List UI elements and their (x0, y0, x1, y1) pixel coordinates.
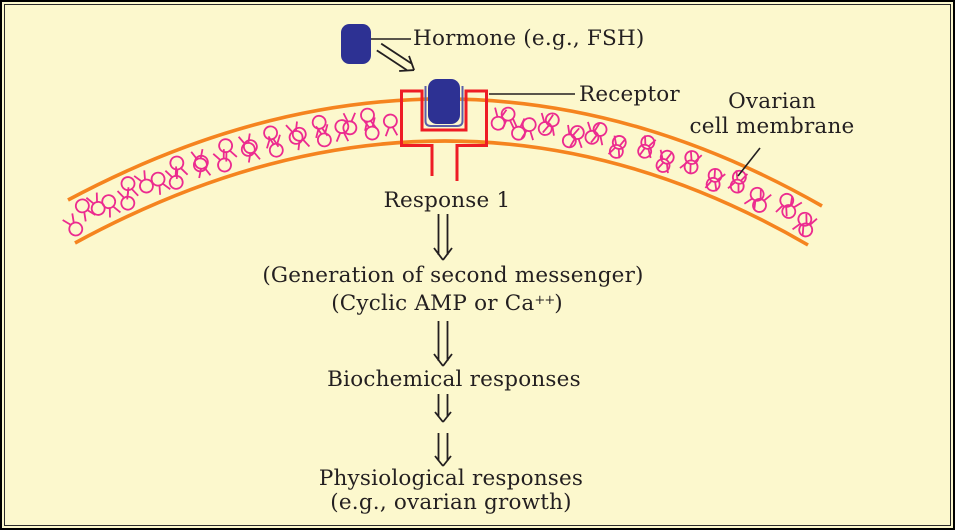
phospholipid (62, 213, 84, 237)
phospholipid (638, 134, 656, 159)
cyclic-amp-superscript: ++ (534, 293, 555, 308)
hormone-to-receptor-arrow (376, 42, 415, 72)
phospholipid (655, 149, 673, 173)
membrane-label-line1: Ovarian (728, 89, 816, 114)
phospholipid (752, 189, 772, 213)
phospholipid (705, 168, 726, 192)
phospholipid (291, 126, 311, 151)
phospholipid (267, 134, 284, 158)
cyclic-amp-close: ) (554, 291, 563, 316)
membrane-label: Ovarian cell membrane (672, 89, 872, 139)
phospholipid (237, 133, 256, 157)
phospholipid (218, 138, 238, 162)
phospholipid (775, 192, 795, 217)
flow-arrows (433, 214, 453, 467)
phospholipid (637, 135, 657, 159)
phospholipid (382, 113, 399, 137)
arrow-biochemical-2 (434, 433, 452, 467)
phospholipid (683, 150, 703, 175)
hormone-label: Hormone (e.g., FSH) (413, 26, 645, 51)
phospholipid (569, 125, 585, 149)
phospholipid (729, 170, 749, 194)
phospholipid (164, 166, 184, 190)
phospholipid (781, 195, 803, 219)
receptor-pocket-lining (424, 86, 464, 127)
receptor-label: Receptor (579, 82, 680, 107)
physiological-text: Physiological responses (318, 466, 584, 491)
phospholipid (362, 117, 380, 141)
phospholipid (212, 149, 232, 173)
arrow-messenger-to-biochemical (433, 321, 453, 367)
phospholipid (608, 135, 627, 159)
phospholipid (584, 121, 601, 145)
second-messenger-label: (Generation of second messenger) (262, 263, 644, 288)
phospholipid (169, 155, 189, 179)
phospholipid (342, 112, 358, 136)
phospholipid (133, 170, 154, 194)
phospholipid (537, 112, 554, 136)
phospholipid (263, 125, 280, 149)
phospholipid (490, 107, 508, 131)
phospholipid (285, 121, 304, 145)
response1-label: Response 1 (383, 188, 511, 213)
phospholipid (315, 124, 332, 148)
phospholipid-layer (62, 106, 818, 238)
bound-hormone-molecule (428, 79, 460, 124)
cyclic-amp-text: (Cyclic AMP or Ca (331, 291, 535, 316)
physiological-subtext: (e.g., ovarian growth) (330, 490, 572, 515)
hormone-molecule (341, 24, 371, 64)
receptor-shape (400, 89, 488, 181)
membrane-inner-line (74, 139, 809, 247)
membrane-label-line2: cell membrane (689, 114, 855, 139)
phospholipid (334, 119, 350, 142)
phospholipid (85, 192, 106, 216)
membrane-leader-line (737, 147, 761, 177)
phospholipid (190, 148, 208, 173)
phospholipid (116, 187, 136, 211)
phospholipid (242, 139, 261, 163)
phospholipid (743, 186, 765, 211)
physiological-label: Physiological responses (e.g., ovarian g… (301, 467, 601, 515)
arrow-response1-to-messenger (433, 214, 453, 261)
phospholipid (727, 169, 747, 194)
phospholipid (798, 214, 818, 238)
biochemical-label: Biochemical responses (327, 367, 581, 392)
arrow-biochemical-1 (434, 394, 452, 423)
phospholipid (511, 117, 526, 141)
cyclic-amp-label: (Cyclic AMP or Ca++) (297, 288, 597, 316)
phospholipid (561, 124, 580, 149)
